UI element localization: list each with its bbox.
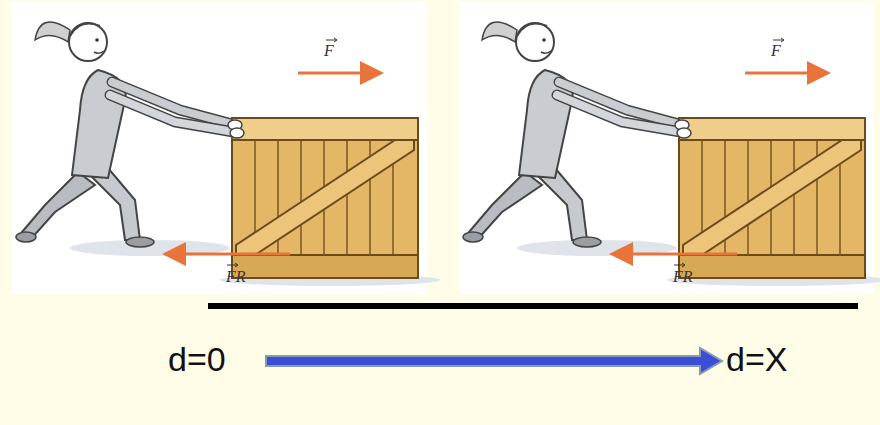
friction-label: FR xyxy=(226,268,246,286)
distance-label: d=0 xyxy=(168,341,226,378)
force-label: F xyxy=(324,42,334,60)
distance-label: d=X xyxy=(726,341,787,378)
friction-label: FR xyxy=(673,268,693,286)
force-label: F xyxy=(771,42,781,60)
